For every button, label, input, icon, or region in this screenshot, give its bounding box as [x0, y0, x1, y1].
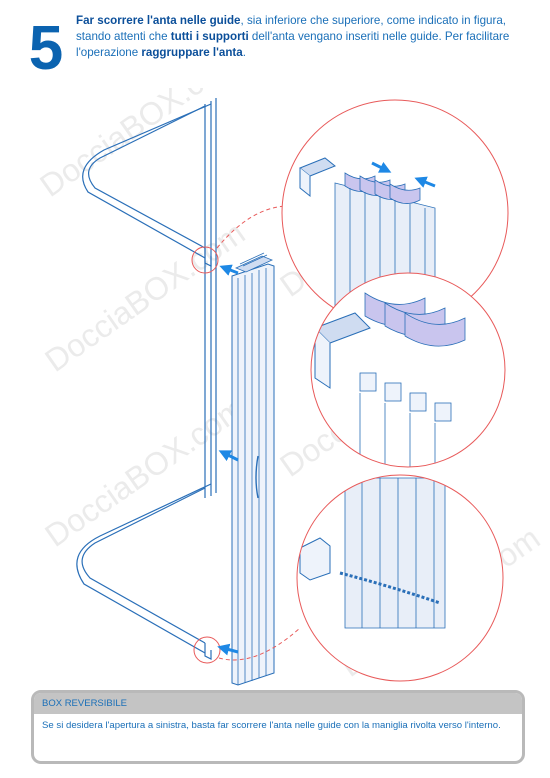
detail-marker-bottom: [193, 636, 221, 664]
watermark-text: DocciaBOX.com: [33, 88, 246, 204]
assembly-illustration: DocciaBOX.com DocciaBOX.com DocciaBOX.co…: [33, 88, 546, 686]
watermark-text: DocciaBOX.com: [38, 215, 251, 379]
note-box-text: Se si desidera l'apertura a sinistra, ba…: [42, 720, 501, 731]
instruction-end: .: [242, 46, 246, 59]
instruction-text-1: , sia inferiore che superiore, come indi…: [76, 14, 507, 43]
note-box: BOX REVERSIBILE Se si desidera l'apertur…: [31, 690, 525, 764]
instruction-text: Far scorrere l'anta nelle guide, sia inf…: [76, 13, 516, 61]
instruction-bold-1: Far scorrere l'anta nelle guide: [76, 14, 241, 27]
svg-text:5: 5: [29, 14, 63, 76]
direction-arrows: [217, 264, 239, 656]
instruction-bold-3: raggruppare l'anta: [141, 46, 243, 59]
shower-frame: [76, 98, 217, 660]
note-box-title: BOX REVERSIBILE: [34, 693, 522, 714]
detail-marker-top: [191, 246, 219, 274]
detail-circle-bottom: [297, 475, 503, 681]
instruction-bold-2: tutti i supporti: [170, 30, 249, 43]
watermark-text: DocciaBOX.com: [38, 390, 251, 554]
instruction-text-2: dell'anta vengano inseriti nelle guide. …: [76, 30, 510, 59]
detail-circle-middle: [311, 273, 505, 467]
step-number: 5: [26, 14, 66, 83]
sliding-panel: [231, 252, 275, 686]
